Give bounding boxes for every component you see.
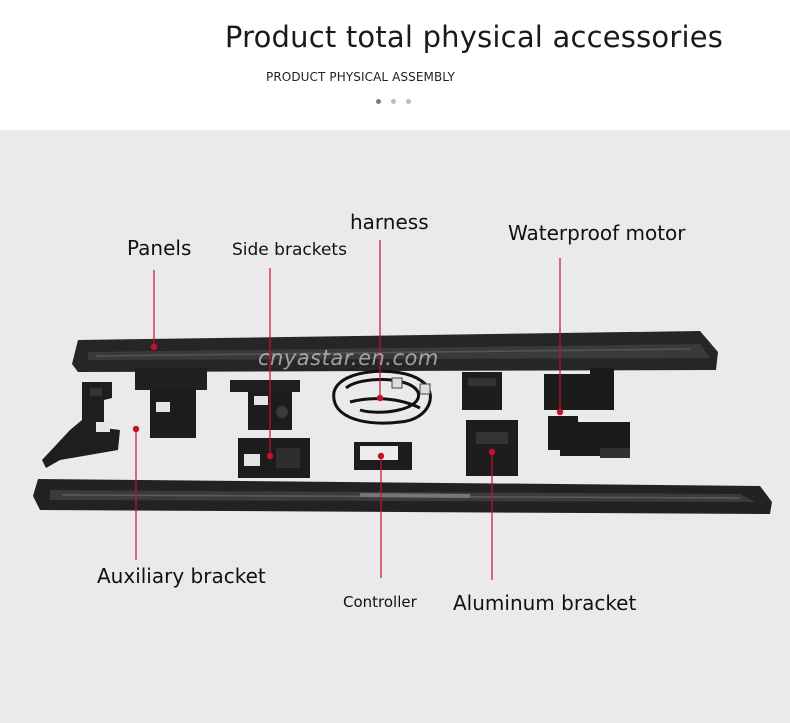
- waterproof-motor-part: [544, 368, 630, 458]
- controller-part: [354, 442, 412, 470]
- aluminum-bracket-part: [462, 372, 518, 476]
- harness-part: [332, 369, 432, 425]
- carousel-dot-1[interactable]: [376, 99, 381, 104]
- label-controller: Controller: [343, 593, 417, 611]
- label-panels: Panels: [127, 236, 192, 260]
- side-bracket-part-2: [230, 380, 300, 430]
- pointer-dots: [132, 343, 564, 460]
- label-auxiliary-bracket: Auxiliary bracket: [97, 564, 266, 588]
- pointer-lines: [135, 240, 561, 580]
- label-waterproof-motor: Waterproof motor: [508, 221, 686, 245]
- panel-top: [72, 331, 718, 372]
- product-photo: cnyastar.en.com Panels Side brackets har…: [0, 130, 790, 723]
- side-bracket-part-1: [135, 368, 207, 438]
- panel-bottom: [33, 479, 772, 514]
- carousel-dot-2[interactable]: [391, 99, 396, 104]
- product-illustration: [33, 240, 772, 580]
- label-side-brackets: Side brackets: [232, 240, 347, 260]
- side-bracket-part-3: [238, 438, 310, 478]
- label-harness: harness: [350, 210, 429, 234]
- auxiliary-bracket-part: [42, 382, 120, 468]
- label-aluminum-bracket: Aluminum bracket: [453, 591, 637, 615]
- header: Product total physical accessories PRODU…: [0, 0, 790, 130]
- page-title: Product total physical accessories: [224, 20, 724, 54]
- page-subtitle: PRODUCT PHYSICAL ASSEMBLY: [266, 70, 455, 84]
- carousel-dot-3[interactable]: [406, 99, 411, 104]
- watermark: cnyastar.en.com: [258, 346, 439, 370]
